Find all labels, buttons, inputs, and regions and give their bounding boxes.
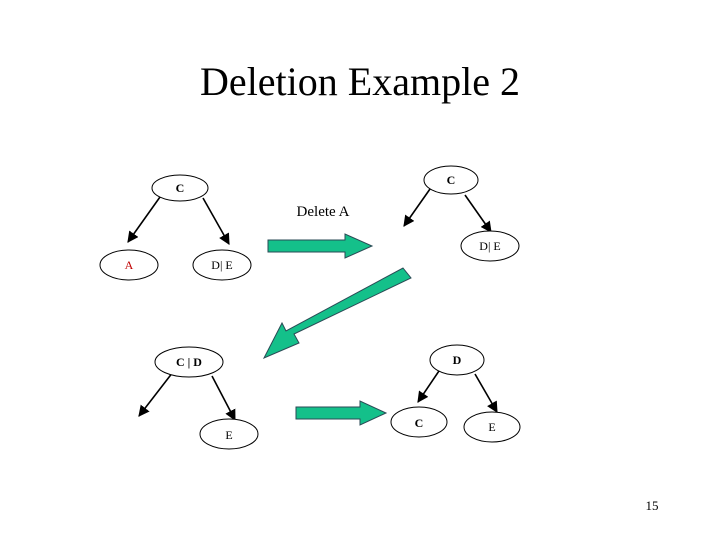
edge-restructured-left-stub — [138, 371, 174, 417]
tree-restructured: C | D E — [138, 346, 259, 450]
arrow-right-top — [267, 233, 374, 259]
edge-final-root-left — [417, 367, 442, 403]
node-after-delete-right-label: D| E — [479, 239, 500, 253]
edge-restructured-root-right — [211, 375, 236, 421]
node-final-left-label: C — [415, 416, 424, 430]
edge-after-delete-root-right — [464, 194, 492, 233]
node-final-root — [429, 344, 485, 376]
tree-before: C A D| E — [99, 174, 252, 281]
node-restructured-root-label: C | D — [176, 355, 202, 369]
node-final-root-label: D — [453, 353, 462, 367]
node-restructured-right-label: E — [225, 428, 232, 442]
arrow-diagonal — [262, 267, 412, 360]
edge-after-delete-left-stub — [403, 188, 431, 227]
node-after-delete-right — [460, 230, 520, 262]
edge-before-root-right — [202, 197, 230, 245]
node-final-right-label: E — [488, 420, 495, 434]
node-before-root-label: C — [176, 181, 185, 195]
edge-before-root-left — [127, 196, 161, 243]
node-before-left — [99, 249, 159, 281]
node-final-left — [390, 406, 448, 438]
node-restructured-root — [154, 346, 224, 378]
slide-title: Deletion Example 2 — [200, 59, 520, 104]
node-before-right — [192, 249, 252, 281]
edge-final-root-right — [474, 373, 498, 413]
node-before-right-label: D| E — [211, 258, 232, 272]
tree-after-delete: C D| E — [403, 165, 520, 262]
page-number: 15 — [646, 498, 659, 513]
operation-caption: Delete A — [297, 204, 350, 220]
node-before-left-label: A — [125, 258, 134, 272]
arrow-right-bottom — [295, 400, 388, 426]
node-final-right — [463, 411, 521, 443]
tree-final: D C E — [390, 344, 521, 443]
node-before-root — [151, 174, 209, 202]
node-after-delete-root — [423, 165, 479, 195]
node-after-delete-root-label: C — [447, 173, 456, 187]
node-restructured-right — [199, 418, 259, 450]
